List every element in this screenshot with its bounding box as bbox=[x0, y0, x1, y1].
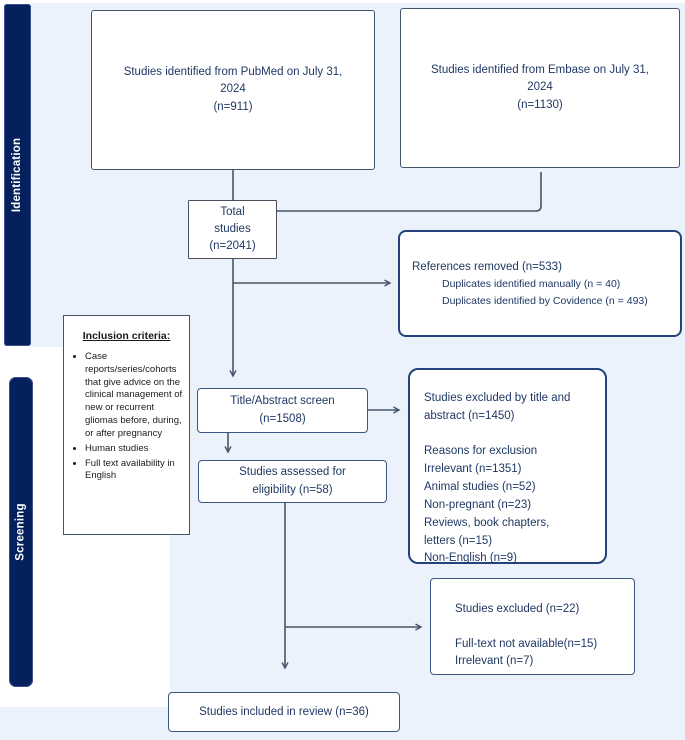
inclusion-criteria-item: Human studies bbox=[85, 443, 183, 456]
embase-source-box: Studies identified from Embase on July 3… bbox=[400, 8, 680, 168]
excluded-by-title-abstract-box: Studies excluded by title and abstract (… bbox=[408, 368, 607, 564]
title-abstract-screen-box: Title/Abstract screen (n=1508) bbox=[197, 388, 368, 433]
inclusion-criteria-title: Inclusion criteria: bbox=[82, 330, 171, 342]
identification-stage-label: Identification bbox=[11, 137, 24, 213]
screening-stage-label: Screening bbox=[15, 503, 27, 561]
screening-stage-bar: Screening bbox=[9, 377, 33, 687]
references-removed-box: References removed (n=533) Duplicates id… bbox=[398, 230, 682, 337]
inclusion-criteria-list: Case reports/series/cohorts that give ad… bbox=[70, 351, 183, 483]
included-in-review-box: Studies included in review (n=36) bbox=[168, 692, 400, 732]
references-removed-detail: Duplicates identified by Covidence (n = … bbox=[442, 295, 648, 308]
assessed-eligibility-box: Studies assessed for eligibility (n=58) bbox=[198, 460, 387, 503]
references-removed-header: References removed (n=533) bbox=[412, 261, 562, 273]
pubmed-source-box: Studies identified from PubMed on July 3… bbox=[91, 10, 375, 170]
inclusion-criteria-item: Case reports/series/cohorts that give ad… bbox=[85, 351, 183, 441]
total-studies-box: Total studies (n=2041) bbox=[188, 200, 277, 259]
inclusion-criteria-box: Inclusion criteria: Case reports/series/… bbox=[63, 315, 190, 535]
identification-stage-bar: Identification bbox=[4, 4, 31, 346]
excluded-fulltext-box: Studies excluded (n=22) Full-text not av… bbox=[430, 578, 635, 675]
inclusion-criteria-item: Full text availability in English bbox=[85, 458, 183, 484]
references-removed-detail: Duplicates identified manually (n = 40) bbox=[442, 278, 621, 291]
